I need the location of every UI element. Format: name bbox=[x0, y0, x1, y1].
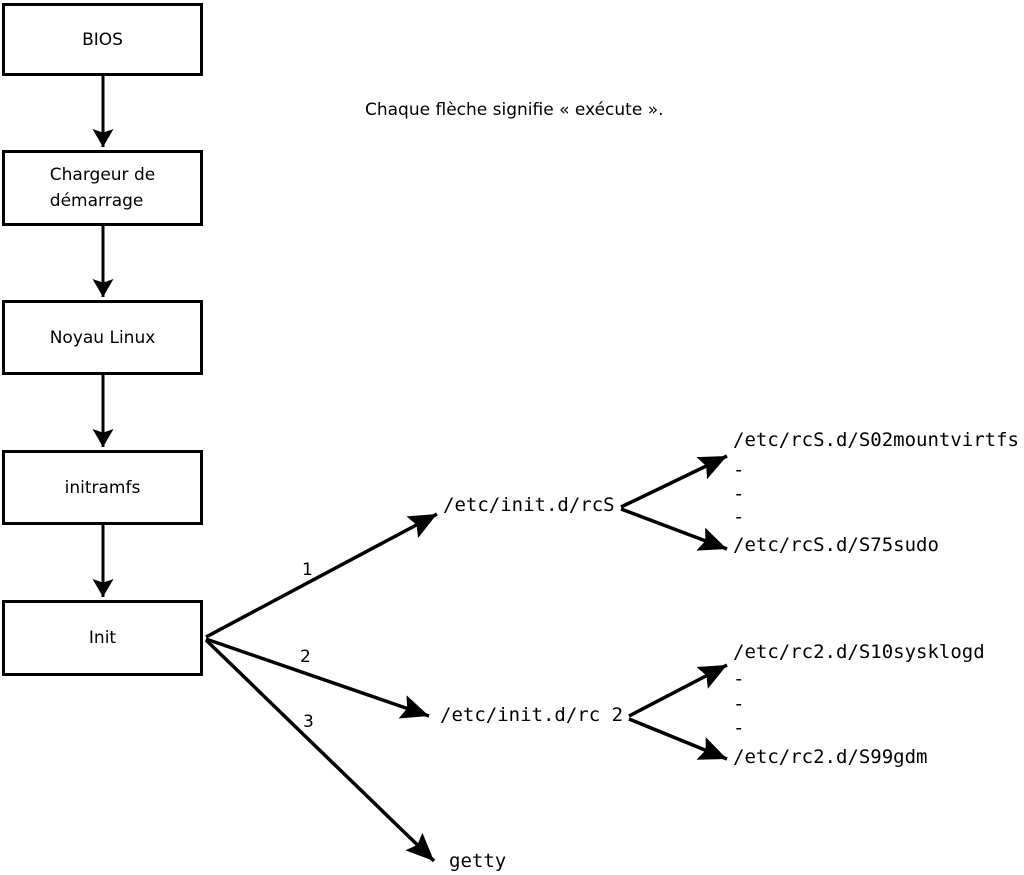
script-rc2-ellipsis-2: - bbox=[733, 693, 745, 715]
script-rc2-first-entry: /etc/rc2.d/S10sysklogd bbox=[733, 641, 985, 663]
node-bootloader: Chargeur de démarrage bbox=[2, 150, 203, 226]
script-rc2-last-entry: /etc/rc2.d/S99gdm bbox=[733, 746, 928, 768]
node-linux-kernel-label: Noyau Linux bbox=[49, 327, 156, 348]
script-rcs-path: /etc/init.d/rcS bbox=[443, 494, 615, 516]
arrow-init-to-getty bbox=[204, 638, 436, 863]
node-linux-kernel: Noyau Linux bbox=[2, 300, 203, 375]
edge-label-2: 2 bbox=[300, 647, 311, 667]
arrow-rcs-to-last-script bbox=[620, 507, 728, 551]
script-rc2-ellipsis-1: - bbox=[733, 668, 745, 690]
note-arrow-meaning: Chaque flèche signifie « exécute ». bbox=[365, 100, 664, 120]
edge-label-3: 3 bbox=[303, 712, 314, 732]
node-bios-label: BIOS bbox=[82, 29, 123, 50]
edge-label-1: 1 bbox=[302, 560, 313, 580]
script-rcs-ellipsis-2: - bbox=[733, 483, 745, 505]
script-rcs-first-entry: /etc/rcS.d/S02mountvirtfs bbox=[733, 429, 1019, 451]
script-getty: getty bbox=[449, 850, 507, 872]
node-bios: BIOS bbox=[2, 3, 203, 76]
node-initramfs: initramfs bbox=[2, 450, 203, 525]
script-rc2-ellipsis-3: - bbox=[733, 717, 745, 739]
node-init-label: Init bbox=[88, 628, 117, 648]
arrow-rc2-to-last-script bbox=[628, 717, 728, 761]
script-rcs-last-entry: /etc/rcS.d/S75sudo bbox=[733, 534, 939, 556]
arrow-init-to-rcs bbox=[205, 512, 438, 639]
script-rc2-path: /etc/init.d/rc 2 bbox=[440, 704, 624, 726]
node-bootloader-label: Chargeur de démarrage bbox=[49, 165, 156, 211]
arrow-rc2-to-first-script bbox=[628, 663, 728, 718]
script-rcs-ellipsis-1: - bbox=[733, 459, 745, 481]
arrow-init-to-rc2 bbox=[205, 637, 430, 719]
arrow-rcs-to-first-script bbox=[620, 454, 728, 509]
node-init: Init bbox=[2, 600, 203, 676]
node-initramfs-label: initramfs bbox=[64, 477, 141, 498]
script-rcs-ellipsis-3: - bbox=[733, 506, 745, 528]
